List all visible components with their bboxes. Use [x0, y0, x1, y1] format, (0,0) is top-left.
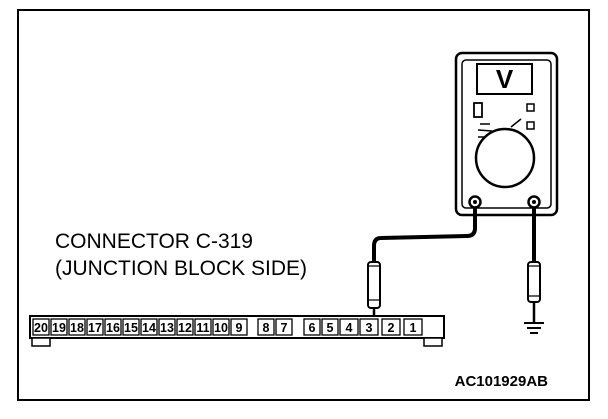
- connector-pin-cell: [68, 318, 86, 336]
- diagram-border: [17, 9, 590, 401]
- positive-probe: [367, 261, 381, 324]
- connector-pin-cell: [122, 318, 140, 336]
- connector-lock-right: [423, 337, 443, 347]
- connector-pin-label: 5: [327, 321, 334, 335]
- connector-pin-label: 9: [236, 321, 243, 335]
- connector-pin-label: 4: [346, 321, 353, 335]
- figure-id: AC101929AB: [455, 373, 549, 390]
- connector-pin-label: 17: [88, 321, 102, 335]
- connector-pin-label: 11: [196, 321, 209, 335]
- connector-pin-label: 8: [263, 321, 270, 335]
- connector-subtitle: (JUNCTION BLOCK SIDE): [55, 257, 307, 280]
- connector-pin-label: 13: [160, 321, 174, 335]
- connector-pin-cell: [230, 318, 248, 336]
- connector-pin-label: 1: [410, 321, 417, 335]
- connector-pin-label: 2: [388, 321, 395, 335]
- meter-button-left: [473, 102, 483, 118]
- connector-pin-label: 3: [366, 321, 373, 335]
- connector-pin-label: 7: [281, 321, 288, 335]
- ground-icon: [524, 322, 544, 334]
- connector-pin-cell: [86, 318, 104, 336]
- connector-pin-cell: [50, 318, 68, 336]
- connector-pin-cell: [158, 318, 176, 336]
- probe-jack-right-hole: [532, 200, 536, 204]
- connector-pin-cell: [321, 318, 339, 336]
- connector-pin-cell: [303, 318, 321, 336]
- voltmeter-mode-symbol: V: [496, 64, 514, 94]
- connector-pin-label: 18: [70, 321, 84, 335]
- connector-pin-cell: [275, 318, 293, 336]
- meter-button-right-top: [526, 103, 535, 112]
- connector-pin-cell: [339, 318, 359, 336]
- connector-pin-label: 19: [52, 321, 66, 335]
- voltmeter-display: [476, 63, 533, 95]
- probe-jack-left-hole: [473, 200, 477, 204]
- connector-pin-cell: [194, 318, 212, 336]
- connector-pin-cell: [104, 318, 122, 336]
- connector-pin-cell: [257, 318, 275, 336]
- connector-pin-label: 15: [124, 321, 138, 335]
- negative-probe: [527, 261, 541, 322]
- connector-pin-cell: [176, 318, 194, 336]
- connector-pin-cell: [403, 318, 423, 336]
- connector-pin-cell: [359, 318, 379, 336]
- rotary-dial: [474, 127, 536, 189]
- connector-pin-label: 16: [106, 321, 120, 335]
- meter-scale-ticks: [477, 123, 493, 144]
- connector-lock-left: [31, 337, 51, 347]
- connector-pin-label: 14: [142, 321, 156, 335]
- connector-pin-cell: [212, 318, 230, 336]
- connector-pin-cell: [32, 318, 50, 336]
- connector-title: CONNECTOR C-319: [55, 230, 253, 253]
- positive-lead-wire: [372, 207, 477, 262]
- voltmeter-bezel: [461, 59, 552, 209]
- voltmeter: V: [454, 51, 559, 217]
- connector-pin-cell: [381, 318, 401, 336]
- meter-indicator-line: [510, 118, 522, 128]
- connector-pin-label: 6: [309, 321, 316, 335]
- meter-button-right-bottom: [526, 121, 535, 130]
- connector-pin-label: 12: [178, 321, 192, 335]
- connector-pin-label: 20: [34, 321, 48, 335]
- connector-pin-label: 10: [214, 321, 228, 335]
- connector-pin-cell: [140, 318, 158, 336]
